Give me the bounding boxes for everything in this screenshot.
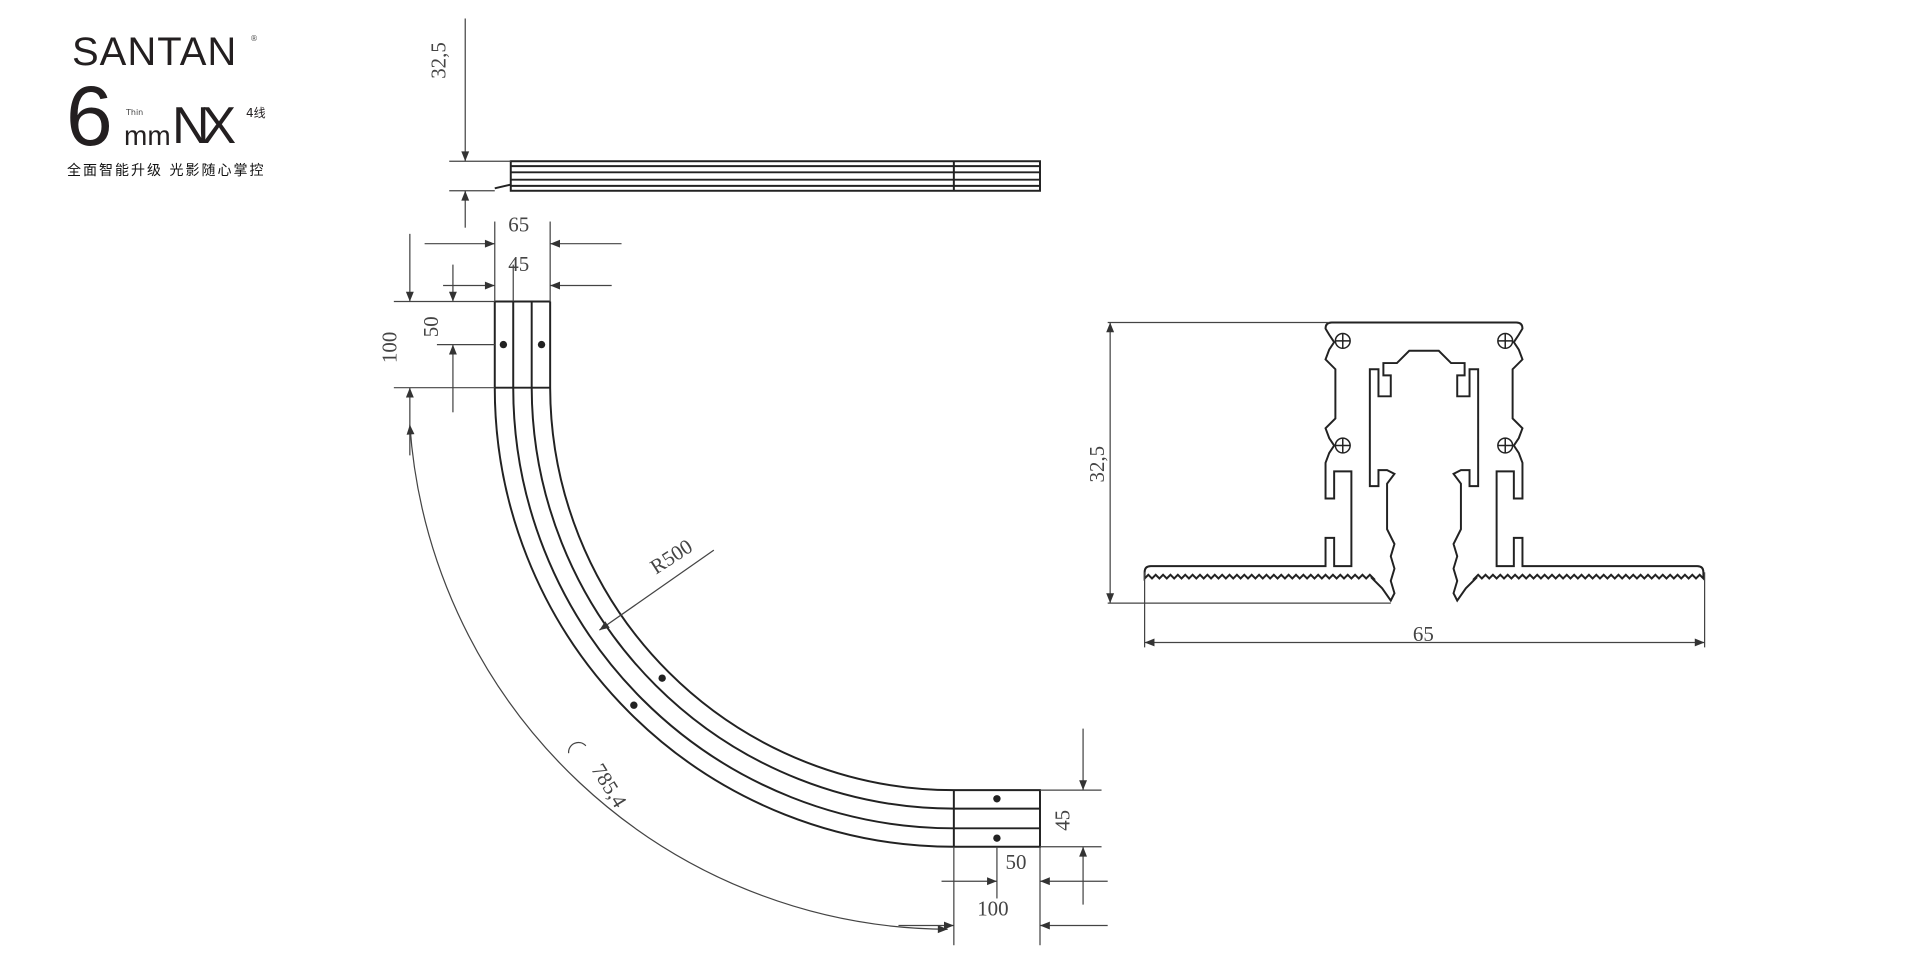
registered-mark: ® xyxy=(250,34,258,43)
dim-width-45: 45 xyxy=(508,252,529,276)
curve-dimensions: 65 45 100 50 R500 785,4 45 50 100 xyxy=(377,212,1108,946)
wire-label: 4线 xyxy=(246,106,266,120)
tagline: 全面智能升级 光影随心掌控 xyxy=(67,163,266,179)
dim-end-length: 100 xyxy=(977,897,1008,921)
thin-label: Thin xyxy=(126,108,144,117)
profile-cross-section: 32,5 65 xyxy=(1085,321,1706,648)
top-view-profile: 32,5 xyxy=(427,18,1041,228)
model-name: NX xyxy=(172,97,236,155)
dim-top-height: 32,5 xyxy=(427,42,451,79)
dim-radius: R500 xyxy=(646,534,697,579)
dim-end-hole: 50 xyxy=(1006,850,1027,874)
brand-logo: SANTAN ® 6 Thin mm NX 4线 全面智能升级 光影随心掌控 xyxy=(0,0,400,200)
brand-name: SANTAN xyxy=(72,30,238,74)
dim-end-width: 45 xyxy=(1051,810,1075,831)
dim-width-65: 65 xyxy=(508,212,529,236)
mounting-holes xyxy=(499,340,1001,842)
size-unit: mm xyxy=(124,120,171,151)
dim-length-100: 100 xyxy=(377,332,401,363)
curved-track xyxy=(493,300,1041,848)
dim-hole-50: 50 xyxy=(419,316,443,337)
dim-arc-length: 785,4 xyxy=(587,759,633,812)
size-number: 6 xyxy=(66,69,113,163)
dim-section-width: 65 xyxy=(1413,622,1434,646)
dim-section-height: 32,5 xyxy=(1085,446,1109,483)
